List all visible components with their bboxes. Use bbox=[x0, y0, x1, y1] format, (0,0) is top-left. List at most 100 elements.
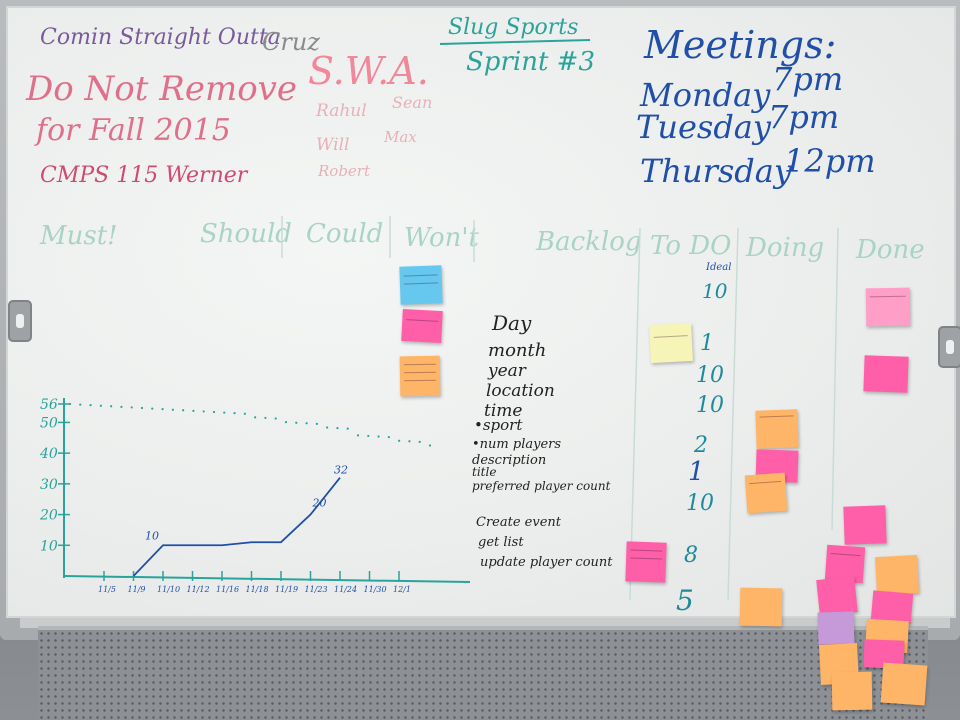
board-clip-right-icon bbox=[938, 326, 960, 368]
sticky-note-pink-todo bbox=[625, 541, 667, 583]
column-must: Must! bbox=[39, 221, 118, 251]
todo-point-7: 10 bbox=[686, 491, 714, 516]
sticky-note-done-5 bbox=[875, 554, 919, 596]
course-text: CMPS 115 Werner bbox=[40, 163, 249, 188]
y-tick-label: 50 bbox=[40, 415, 58, 431]
ideal-dot bbox=[295, 421, 298, 424]
ideal-dot bbox=[202, 410, 205, 413]
ideal-dot bbox=[171, 408, 174, 411]
sticky-note-blue bbox=[399, 265, 443, 305]
ideal-dot bbox=[377, 435, 380, 438]
ideal-dot bbox=[161, 408, 164, 411]
column-done: Done bbox=[855, 235, 925, 265]
backlog-day: Day bbox=[491, 311, 532, 335]
sticky-note-done-3 bbox=[843, 505, 887, 545]
do-not-remove-text: Do Not Remove bbox=[25, 69, 297, 109]
ideal-dot bbox=[182, 409, 185, 412]
backlog-time: time bbox=[484, 401, 522, 421]
backlog-num-players: •num players bbox=[472, 437, 561, 452]
ideal-dot bbox=[212, 410, 216, 414]
sticky-note-doing-1 bbox=[755, 409, 799, 449]
ideal-dot bbox=[254, 416, 257, 419]
column-dividers bbox=[281, 216, 839, 601]
board-clip-left-icon bbox=[8, 300, 32, 342]
ideal-dot bbox=[326, 426, 329, 429]
ideal-dot bbox=[336, 426, 339, 430]
ideal-dot bbox=[264, 416, 267, 420]
member-sean: Sean bbox=[392, 93, 432, 112]
ideal-dot bbox=[233, 412, 236, 415]
burndown-ideal-line bbox=[68, 402, 432, 447]
ideal-dot bbox=[398, 439, 401, 442]
y-tick-label: 30 bbox=[40, 477, 58, 493]
ideal-dot bbox=[367, 434, 370, 438]
action-update-player-count: update player count bbox=[480, 555, 613, 570]
backlog-year: year bbox=[487, 361, 527, 381]
burndown-actual-line bbox=[132, 477, 341, 577]
project-title: Slug Sports bbox=[448, 15, 578, 40]
cruz-text: Cruz bbox=[262, 28, 320, 56]
ideal-dot bbox=[408, 440, 411, 443]
column-todo: To DO bbox=[650, 231, 731, 261]
ideal-dot bbox=[140, 406, 144, 410]
action-get-list: get list bbox=[478, 535, 524, 550]
todo-point-6: 1 bbox=[688, 457, 705, 487]
x-tick-label: 11/9 bbox=[128, 585, 146, 594]
ideal-dot bbox=[151, 407, 154, 410]
meeting-thursday-day: Thursday bbox=[640, 152, 793, 190]
x-tick-label: 11/19 bbox=[275, 585, 298, 594]
heater-vent bbox=[38, 626, 928, 720]
todo-point-4: 10 bbox=[696, 393, 724, 418]
meeting-monday-time: 7pm bbox=[772, 60, 843, 98]
sticky-note-yellow bbox=[649, 322, 693, 364]
ideal-dot bbox=[110, 405, 113, 408]
sticky-note-done-13 bbox=[880, 662, 928, 706]
todo-ideal-header: Ideal bbox=[705, 262, 731, 273]
ideal-dot bbox=[120, 405, 123, 408]
ideal-dot bbox=[305, 422, 308, 425]
ideal-dot bbox=[418, 440, 421, 443]
member-robert: Robert bbox=[317, 162, 371, 180]
backlog-list: Day month year location time •sport •num… bbox=[472, 311, 613, 570]
ideal-dot bbox=[315, 422, 318, 425]
x-tick-label: 11/16 bbox=[216, 585, 239, 594]
ideal-dot bbox=[99, 404, 102, 407]
ideal-dot bbox=[274, 417, 277, 420]
x-tick-label: 11/10 bbox=[157, 585, 180, 594]
ideal-dot bbox=[284, 421, 288, 424]
todo-point-8: 8 bbox=[684, 543, 698, 568]
meeting-tuesday-day: Tuesday bbox=[636, 108, 772, 146]
project-underline bbox=[439, 39, 591, 45]
member-rahul: Rahul bbox=[315, 101, 367, 121]
sticky-note-done-8 bbox=[817, 611, 855, 645]
ideal-dot bbox=[243, 412, 246, 415]
sticky-note-done-12 bbox=[831, 671, 873, 711]
backlog-location: location bbox=[486, 381, 555, 401]
backlog-month: month bbox=[488, 340, 546, 361]
column-doing: Doing bbox=[745, 233, 824, 263]
backlog-description: description bbox=[472, 453, 546, 468]
comin-text: Comin Straight Outta bbox=[40, 25, 281, 50]
y-tick-label: 40 bbox=[39, 446, 58, 462]
backlog-sport: •sport bbox=[474, 416, 523, 434]
marker-tray bbox=[20, 618, 950, 628]
ideal-dot bbox=[346, 427, 349, 430]
for-fall-text: for Fall 2015 bbox=[34, 113, 231, 148]
todo-point-9: 5 bbox=[676, 584, 694, 617]
todo-point-2: 1 bbox=[700, 331, 714, 356]
point-label: 32 bbox=[334, 464, 348, 477]
x-tick-label: 11/18 bbox=[246, 585, 269, 594]
sprint-label: Sprint #3 bbox=[466, 47, 595, 77]
todo-point-1: 10 bbox=[702, 279, 728, 303]
todo-point-3: 10 bbox=[696, 363, 724, 388]
meetings-title: Meetings: bbox=[643, 23, 836, 67]
sticky-note-done-1 bbox=[865, 287, 911, 327]
ideal-dot bbox=[89, 404, 92, 407]
ideal-dot bbox=[356, 434, 360, 437]
x-tick-label: 11/5 bbox=[98, 585, 116, 594]
x-tick-label: 11/24 bbox=[334, 585, 357, 594]
y-tick-label: 56 bbox=[40, 397, 58, 413]
